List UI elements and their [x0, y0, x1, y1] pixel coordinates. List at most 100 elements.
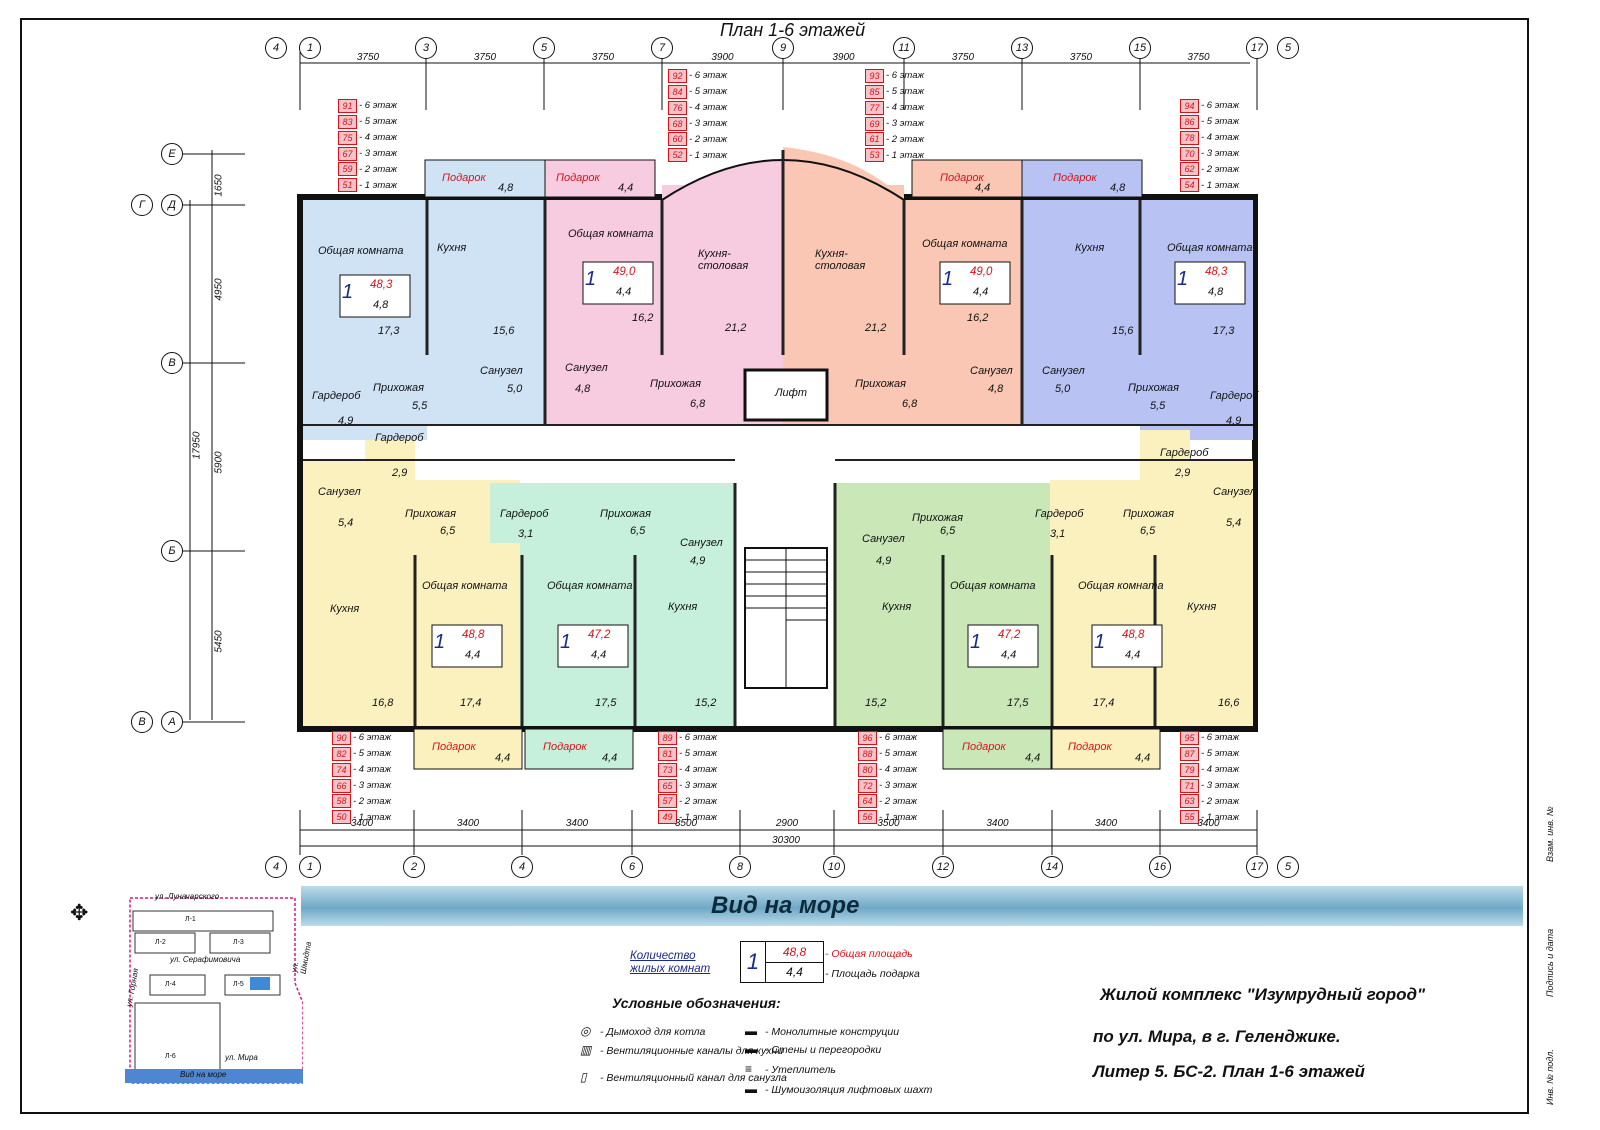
dim-top: 3750: [1187, 52, 1210, 63]
dim-top: 3750: [591, 52, 615, 63]
room-hall-4: Прихожая: [1128, 382, 1180, 394]
axis-bottom: 2: [403, 856, 425, 878]
room-kitchen-1: Кухня: [437, 242, 467, 254]
drawing-frame: [20, 18, 1529, 1114]
area: 16,2: [967, 312, 989, 324]
gift-label: Подарок: [1053, 172, 1097, 184]
area: 4,9: [338, 415, 354, 427]
apartment-rooms: 1: [1177, 268, 1189, 290]
apartment-marker: 1 48,8 4,4: [432, 625, 502, 667]
axis-top: 9: [772, 37, 794, 59]
axis-bottom: 6: [621, 856, 643, 878]
room-bath-8: Санузел: [1213, 486, 1256, 498]
gift-label: Подарок: [432, 741, 476, 753]
floor-list-row: 86- 5 этаж: [1180, 114, 1239, 130]
compass-icon: ✥: [70, 900, 89, 925]
area: 15,6: [1112, 325, 1134, 337]
floor-list-row: 50- 1 этаж: [332, 810, 391, 826]
apartment-area: 49,0: [613, 266, 636, 278]
axis-left-outer: Г: [131, 194, 153, 216]
floor-list-row: 78- 4 этаж: [1180, 130, 1239, 146]
axis-bottom-outer: 5: [1277, 856, 1299, 878]
legend-symbol-icon: ▬: [745, 1024, 757, 1038]
apartment-rooms: 1: [942, 268, 954, 290]
area: 5,4: [338, 517, 354, 529]
floor-list-row: 93- 6 этаж: [865, 68, 924, 84]
gift-label: Подарок: [962, 741, 1006, 753]
staircase: [744, 547, 828, 689]
room-hall-3: Прихожая: [855, 378, 907, 390]
apartment-area: 48,8: [1122, 629, 1145, 641]
room-bath-3: Санузел: [970, 365, 1013, 377]
room-kitchen-6: Кухня: [1187, 601, 1217, 613]
area: 17,5: [1007, 697, 1029, 709]
gift-area: 4,4: [1025, 752, 1041, 764]
gift-area: 4,4: [618, 182, 634, 194]
apartment-area: 48,8: [462, 629, 485, 641]
area: 17,5: [595, 697, 617, 709]
room-kitchen-4: Кухня: [668, 601, 698, 613]
apartment-marker: 1 48,8 4,4: [1092, 625, 1162, 667]
axis-bottom: 1: [299, 856, 321, 878]
legend-item: - Стены и перегородки: [765, 1044, 882, 1056]
floor-list-row: 67- 3 этаж: [338, 146, 397, 162]
dim-left: 5900: [213, 451, 225, 474]
apartment-rooms: 1: [1094, 631, 1106, 653]
area: 5,5: [412, 400, 428, 412]
area: 15,2: [865, 697, 887, 709]
apartment-marker: 1 47,2 4,4: [558, 625, 628, 667]
area: 6,5: [440, 525, 456, 537]
axis-bottom-outer: 4: [265, 856, 287, 878]
legend-symbol-icon: ≡: [745, 1062, 753, 1076]
floor-list-row: 76- 4 этаж: [668, 100, 727, 116]
apartment-gift: 4,4: [616, 286, 632, 298]
apartment-marker: 1 48,3 4,8: [340, 275, 410, 317]
floor-list-row: 62- 2 этаж: [1180, 162, 1239, 178]
floor-list-row: 73- 4 этаж: [658, 762, 717, 778]
floor-list-row: 49- 1 этаж: [658, 810, 717, 826]
room-kitchen-dining-1: Кухня- столовая: [698, 248, 749, 272]
room-bath-7: Санузел: [862, 533, 905, 545]
gift-label: Подарок: [556, 172, 600, 184]
sea-view-label: Вид на море: [711, 892, 860, 919]
room-wardrobe-4: Гардероб: [500, 508, 549, 520]
area: 6,8: [902, 398, 918, 410]
gift-area: 4,8: [498, 182, 514, 194]
apartment-marker: 1 49,0 4,4: [940, 262, 1010, 304]
floor-list-row: 65- 3 этаж: [658, 778, 717, 794]
room-common-7: Общая комната: [950, 580, 1036, 592]
area: 21,2: [725, 322, 747, 334]
floor-list-row: 70- 3 этаж: [1180, 146, 1239, 162]
floor-list-row: 85- 5 этаж: [865, 84, 924, 100]
apartment-gift: 4,4: [591, 649, 607, 661]
floor-list-row: 54- 1 этаж: [1180, 178, 1239, 194]
area: 16,6: [1218, 697, 1240, 709]
room-common-4: Общая комната: [1167, 242, 1253, 254]
floor-list-row: 96- 6 этаж: [858, 730, 917, 746]
apartment-gift: 4,4: [1001, 649, 1017, 661]
dim-bottom: 3400: [1197, 818, 1220, 829]
project-line-1: Жилой комплекс "Изумрудный город": [1100, 985, 1426, 1004]
legend-item: - Вентиляционные каналы для кухни: [600, 1045, 784, 1057]
area: 4,9: [876, 555, 892, 567]
axis-bottom: 17: [1246, 856, 1268, 878]
floor-list-row: 71- 3 этаж: [1180, 778, 1239, 794]
axis-bottom: 4: [511, 856, 533, 878]
apartment-area: 48,3: [370, 279, 393, 291]
gift-area: 4,4: [1135, 752, 1151, 764]
gift-area: 4,8: [1110, 182, 1126, 194]
dim-bottom-total: 30300: [772, 835, 800, 846]
room-wardrobe-2: Гардероб: [1210, 390, 1259, 402]
axis-top: 1: [299, 37, 321, 59]
room-bath-4: Санузел: [1042, 365, 1085, 377]
legend-sample-box: 1 48,8 4,4: [740, 941, 824, 983]
axis-top: 7: [651, 37, 673, 59]
floor-list-row: 75- 4 этаж: [338, 130, 397, 146]
room-common-8: Общая комната: [1078, 580, 1164, 592]
floor-list-row: 53- 1 этаж: [865, 148, 924, 164]
sea-view-band: Вид на море: [301, 886, 1523, 926]
floor-list-row: 55- 1 этаж: [1180, 810, 1239, 826]
